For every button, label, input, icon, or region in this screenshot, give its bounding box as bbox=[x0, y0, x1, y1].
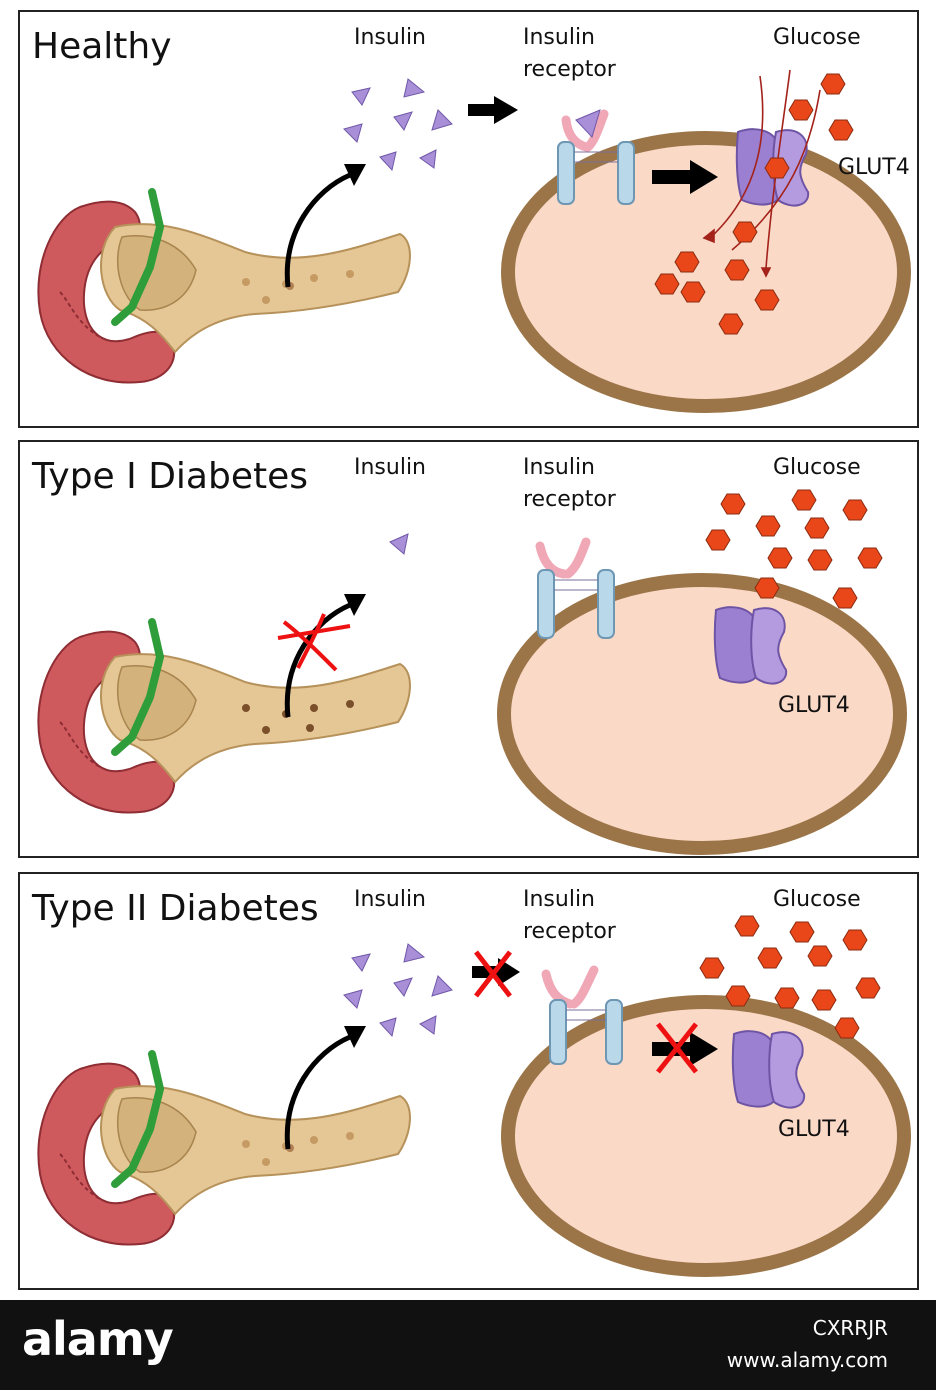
watermark-url: www.alamy.com bbox=[726, 1348, 888, 1372]
secretion-arrowhead bbox=[344, 1026, 366, 1048]
flow-arrow-shaft bbox=[468, 104, 494, 116]
cell bbox=[497, 573, 907, 855]
receptor-label: Insulin receptor bbox=[523, 25, 616, 82]
insulin-receptor bbox=[541, 965, 623, 1065]
panel-title: Type II Diabetes bbox=[32, 888, 319, 929]
cell bbox=[501, 995, 911, 1277]
type1-diagram bbox=[37, 489, 907, 855]
image-code: CXRRJR bbox=[812, 1316, 888, 1340]
pancreas-illustration bbox=[37, 1050, 411, 1246]
insulin-molecules bbox=[389, 533, 409, 555]
pancreas-illustration bbox=[37, 618, 411, 814]
insulin-molecules bbox=[343, 943, 453, 1038]
secretion-arrow bbox=[284, 602, 351, 718]
panel-healthy: Healthy Insulin Insulin receptor Glucose… bbox=[18, 10, 919, 428]
blocked-signaling-mark bbox=[656, 1022, 698, 1074]
glut4-transporter bbox=[735, 128, 810, 207]
panel-type2: Type II Diabetes Insulin Insulin recepto… bbox=[18, 872, 919, 1290]
insulin-molecules bbox=[343, 78, 453, 172]
flow-arrowhead bbox=[494, 96, 518, 124]
watermark-bar: alamy CXRRJR www.alamy.com bbox=[0, 1300, 936, 1390]
glut4-transporter bbox=[713, 606, 788, 685]
secretion-arrow bbox=[284, 1034, 351, 1150]
glut4-label: GLUT4 bbox=[778, 693, 850, 718]
glucose-molecules bbox=[654, 73, 854, 335]
pancreas-illustration bbox=[37, 188, 411, 384]
healthy-diagram bbox=[37, 69, 911, 413]
receptor-label: Insulin receptor bbox=[523, 887, 616, 944]
insulin-receptor bbox=[535, 537, 615, 639]
secretion-arrowhead bbox=[344, 594, 366, 616]
activation-arrowhead bbox=[690, 1032, 718, 1066]
secretion-arrow bbox=[284, 172, 351, 288]
blocked-secretion-mark bbox=[277, 613, 351, 672]
type2-diagram bbox=[37, 915, 911, 1277]
insulin-label: Insulin bbox=[354, 25, 427, 50]
glucose-label: Glucose bbox=[773, 455, 861, 480]
insulin-label: Insulin bbox=[354, 455, 427, 480]
activation-arrowhead bbox=[690, 160, 718, 194]
secretion-arrowhead bbox=[344, 164, 366, 186]
cell bbox=[501, 131, 911, 413]
glucose-molecules bbox=[699, 915, 881, 1039]
insulin-label: Insulin bbox=[354, 887, 427, 912]
alamy-logo: alamy bbox=[22, 1312, 174, 1366]
panel-title: Type I Diabetes bbox=[32, 456, 308, 497]
glucose-label: Glucose bbox=[773, 887, 861, 912]
activation-arrow-shaft bbox=[652, 170, 690, 184]
glut4-label: GLUT4 bbox=[778, 1117, 850, 1142]
flow-arrowhead bbox=[498, 958, 520, 986]
receptor-label: Insulin receptor bbox=[523, 455, 616, 512]
blocked-binding-mark bbox=[474, 950, 512, 998]
panel-title: Healthy bbox=[32, 26, 172, 67]
glucose-label: Glucose bbox=[773, 25, 861, 50]
glucose-molecules bbox=[705, 489, 883, 609]
panel-type1: Type I Diabetes Insulin Insulin receptor… bbox=[18, 440, 919, 858]
glut4-transporter bbox=[731, 1030, 806, 1109]
insulin-receptor bbox=[557, 109, 635, 205]
glut4-label: GLUT4 bbox=[838, 155, 910, 180]
